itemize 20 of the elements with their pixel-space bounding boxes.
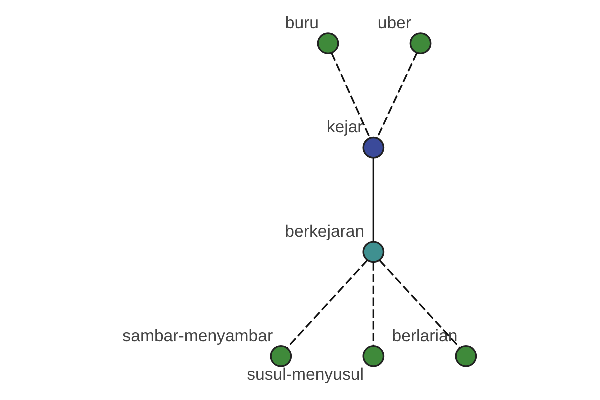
node-circle	[362, 136, 384, 159]
connector	[330, 52, 370, 138]
node-circle	[409, 32, 432, 54]
node-label: uber	[377, 13, 412, 32]
node-label: berkejaran	[284, 222, 364, 242]
node-label: kejar	[326, 118, 363, 137]
connector	[372, 262, 374, 346]
node-label: berlarian	[392, 326, 458, 346]
node-label: susul-menyusul	[246, 364, 364, 384]
node-circle	[362, 241, 384, 264]
node-label: sambar-menyambar	[122, 326, 273, 346]
connector	[376, 52, 418, 138]
connector	[372, 158, 374, 242]
node-label: buru	[284, 13, 319, 32]
connector	[378, 260, 460, 349]
node-circle	[270, 346, 292, 368]
connector	[286, 260, 368, 349]
node-circle	[362, 346, 384, 368]
node-circle	[316, 32, 339, 54]
node-circle	[454, 346, 477, 368]
